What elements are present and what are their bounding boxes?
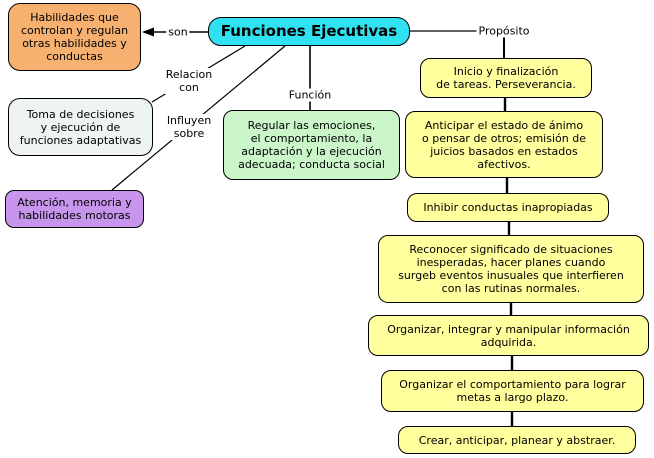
node-crear-anticipar[interactable]: Crear, anticipar, planear y abstraer. — [398, 426, 636, 454]
node-inhibir-conductas[interactable]: Inhibir conductas inapropiadas — [407, 193, 609, 222]
node-anticipar-estado[interactable]: Anticipar el estado de ánimo o pensar de… — [405, 111, 603, 178]
node-toma-decisiones[interactable]: Toma de decisiones y ejecución de funcio… — [8, 98, 153, 156]
node-organizar-comportamiento[interactable]: Organizar el comportamiento para lograr … — [381, 370, 644, 412]
link-label-proposito[interactable]: Propósito — [476, 24, 532, 38]
node-habilidades[interactable]: Habilidades que controlan y regulan otra… — [8, 3, 141, 71]
link-label-influyen-sobre[interactable]: Influyen sobre — [164, 114, 214, 140]
link-label-funcion[interactable]: Función — [286, 88, 334, 102]
arrowhead-left-icon — [142, 27, 154, 37]
link-label-son[interactable]: son — [166, 25, 190, 39]
node-regular-emociones[interactable]: Regular las emociones, el comportamiento… — [223, 110, 400, 180]
node-reconocer-significado[interactable]: Reconocer significado de situaciones ine… — [378, 235, 644, 303]
link-label-relacion-con[interactable]: Relacion con — [163, 68, 215, 94]
node-organizar-informacion[interactable]: Organizar, integrar y manipular informac… — [368, 315, 649, 356]
node-inicio-finalizacion[interactable]: Inicio y finalización de tareas. Perseve… — [420, 58, 592, 98]
node-funciones-ejecutivas[interactable]: Funciones Ejecutivas — [208, 17, 410, 46]
node-atencion-memoria[interactable]: Atención, memoria y habilidades motoras — [5, 190, 144, 228]
